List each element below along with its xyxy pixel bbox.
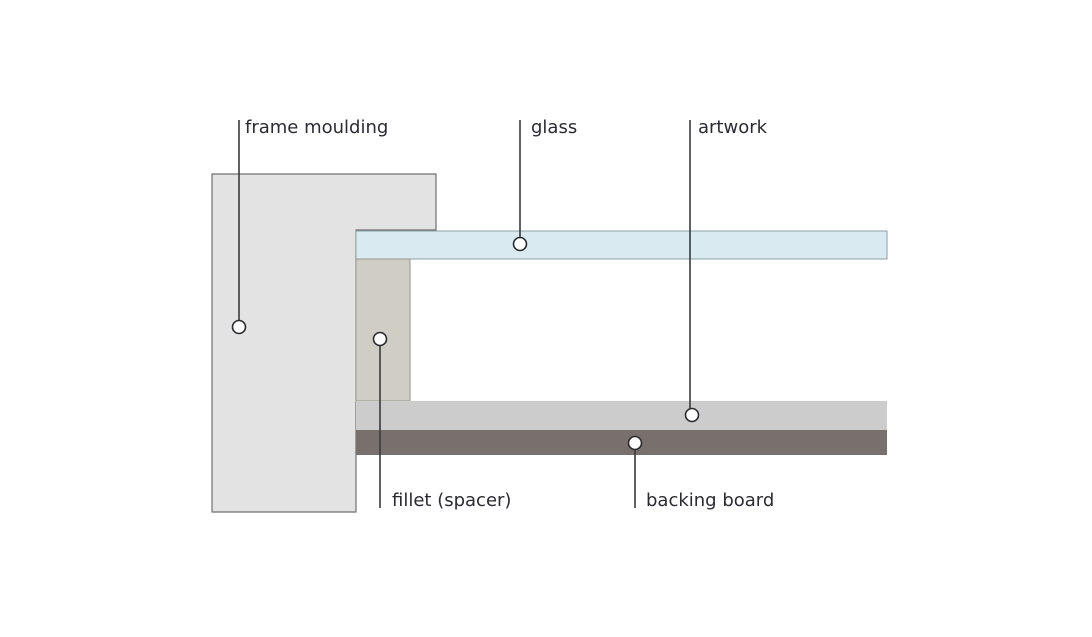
artwork-shape <box>356 401 887 430</box>
backing-board-shape <box>356 430 887 455</box>
frame-moulding-label: frame moulding <box>245 117 388 138</box>
glass-shape <box>355 230 888 260</box>
frame-moulding-shape <box>211 173 437 513</box>
backing-board-marker <box>627 435 643 451</box>
fillet-shape <box>355 258 411 402</box>
fillet-label: fillet (spacer) <box>392 490 511 511</box>
fillet-marker <box>372 331 388 347</box>
glass-label: glass <box>531 117 577 138</box>
artwork-marker <box>684 407 700 423</box>
artwork-label: artwork <box>698 117 768 138</box>
frame-moulding-marker <box>231 319 247 335</box>
backing-board-label: backing board <box>646 490 774 511</box>
glass-marker <box>512 236 528 252</box>
